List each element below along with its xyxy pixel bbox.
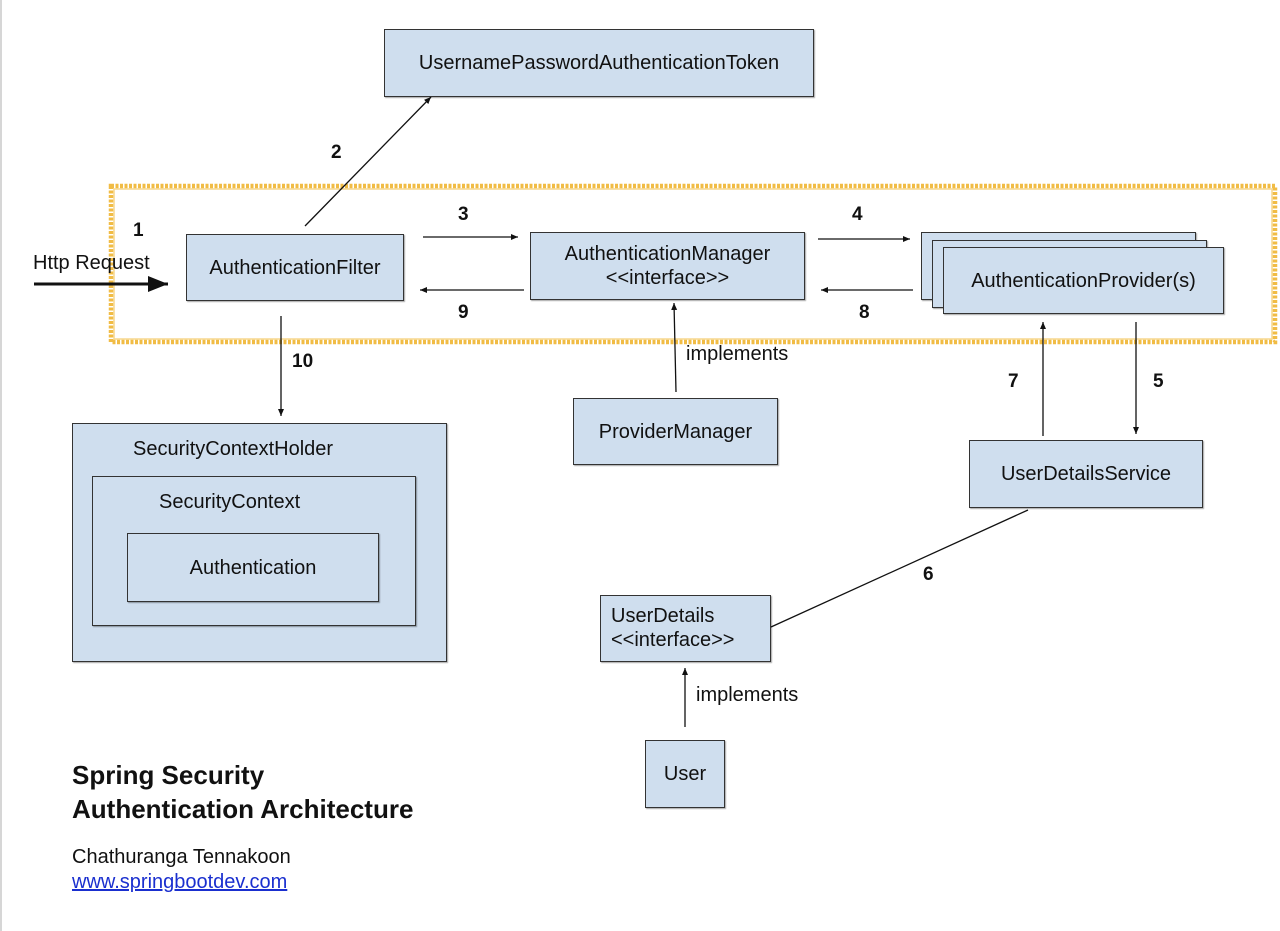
step-2-label: 2: [331, 142, 342, 163]
step-4-label: 4: [852, 204, 863, 225]
provider-manager-label: ProviderManager: [598, 420, 753, 443]
authentication-manager-label: AuthenticationManager: [564, 243, 771, 265]
security-context-label: SecurityContext: [159, 491, 301, 513]
provider-manager-box: ProviderManager: [573, 398, 778, 465]
security-context-holder-box: SecurityContextHolder SecurityContext Au…: [72, 423, 447, 662]
user-details-box: UserDetails <<interface>>: [600, 595, 771, 662]
website-link[interactable]: www.springbootdev.com: [72, 871, 288, 893]
diagram-title: Spring Security Authentication Architect…: [72, 758, 413, 826]
authentication-manager-stereotype: <<interface>>: [605, 267, 730, 289]
security-context-holder-label: SecurityContextHolder: [133, 438, 334, 460]
implements-user-label: implements: [696, 684, 799, 706]
implements-manager-label: implements: [686, 343, 789, 365]
page-left-edge: [0, 0, 2, 931]
authentication-provider-box: AuthenticationProvider(s): [943, 247, 1224, 314]
authentication-provider-label: AuthenticationProvider(s): [971, 269, 1196, 292]
step-1-label: 1: [133, 220, 144, 241]
line-step-6: [770, 509, 1029, 628]
authentication-filter-box: AuthenticationFilter: [186, 234, 404, 301]
token-label: UsernamePasswordAuthenticationToken: [418, 52, 780, 74]
security-context-box: SecurityContext Authentication: [92, 476, 416, 626]
authentication-filter-label: AuthenticationFilter: [209, 256, 381, 279]
step-6-label: 6: [923, 564, 934, 585]
highlight-frame: [108, 183, 1278, 345]
authentication-box: Authentication: [127, 533, 379, 602]
user-details-stereotype: <<interface>>: [611, 629, 735, 651]
diagram-title-line-1: Spring Security: [72, 760, 265, 790]
arrow-implements-manager: [671, 302, 678, 393]
step-9-label: 9: [458, 302, 469, 323]
highlight-frame-inner: [113, 188, 1273, 340]
authentication-manager-box: AuthenticationManager <<interface>>: [530, 232, 805, 300]
step-7-label: 7: [1008, 371, 1019, 392]
diagram-title-line-2: Authentication Architecture: [72, 794, 414, 824]
arrow-step-2: [304, 96, 432, 227]
user-box: User: [645, 740, 725, 808]
step-5-label: 5: [1153, 371, 1164, 392]
user-details-service-label: UserDetailsService: [1000, 463, 1172, 485]
step-3-label: 3: [458, 204, 469, 225]
step-10-label: 10: [292, 351, 314, 372]
user-details-service-box: UserDetailsService: [969, 440, 1203, 508]
token-box: UsernamePasswordAuthenticationToken: [384, 29, 814, 97]
http-request-label: Http Request: [33, 252, 150, 274]
user-label: User: [663, 763, 707, 785]
step-8-label: 8: [859, 302, 870, 323]
authentication-label: Authentication: [189, 556, 317, 579]
user-details-label: UserDetails: [611, 605, 715, 627]
author-name: Chathuranga Tennakoon: [72, 846, 291, 868]
